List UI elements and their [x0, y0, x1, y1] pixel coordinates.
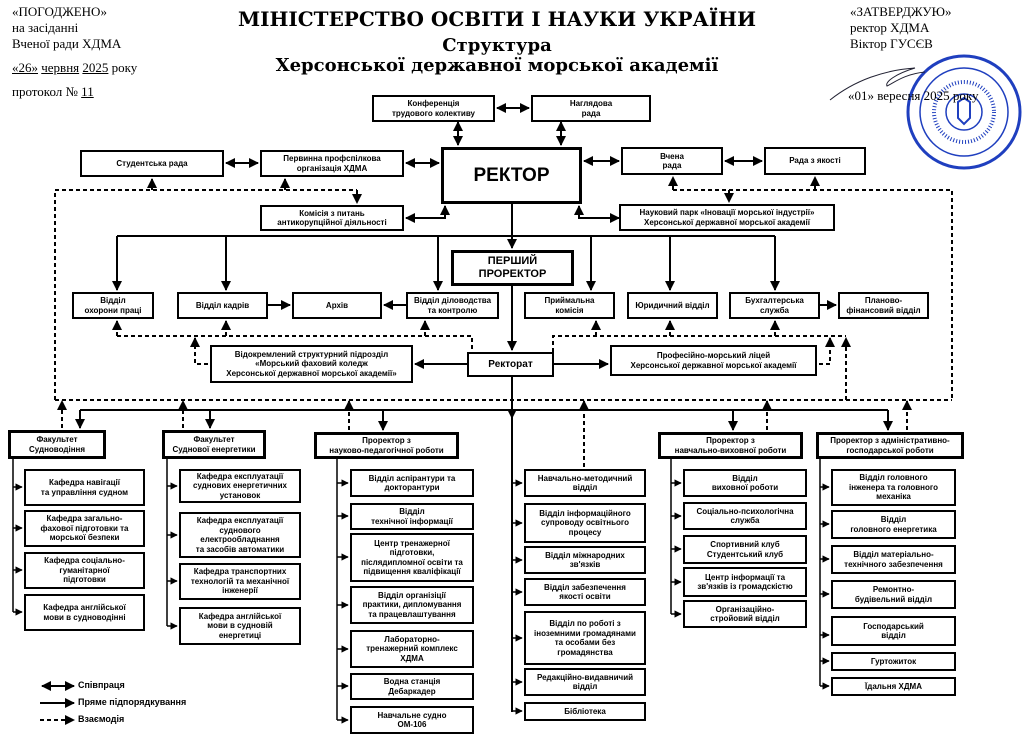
legend-interaction: Взаємодія [78, 714, 125, 724]
supervisory-board-box: Наглядова рада [531, 95, 651, 122]
department-box: Кафедра соціально- гуманітарної підготов… [24, 552, 145, 589]
finance-box: Планово- фінансовий відділ [838, 292, 929, 319]
department-box: Відділ по роботі з іноземними громадянам… [524, 611, 646, 665]
department-box: Відділ організіції практики, дипломуванн… [350, 586, 474, 624]
academic-council-box: Вчена рада [621, 147, 723, 175]
department-box: Кафедра експлуатації суднового електрооб… [179, 512, 301, 558]
signature [829, 67, 926, 101]
department-box: Кафедра навігації та управління судном [24, 469, 145, 506]
student-council-box: Студентська рада [80, 150, 224, 177]
first-vice-rector-box: ПЕРШИЙ ПРОРЕКТОР [451, 250, 574, 286]
approval-block-left: «ПОГОДЖЕНО» на засіданні Вченої ради ХДМ… [12, 4, 137, 100]
legal-box: Юридичний відділ [627, 292, 718, 319]
protocol: протокол № 11 [12, 84, 137, 100]
rector-name: Віктор ГУСЄВ [850, 36, 933, 51]
department-box: Центр тренажерної підготовки, післядипло… [350, 533, 474, 582]
faculty-marine-energy-box: Факультет Суднової енергетики [162, 430, 266, 459]
department-box: Спортивний клуб Студентський клуб [683, 535, 807, 564]
date-month: червня [41, 60, 80, 75]
department-box: Кафедра англійської мови в судновій енер… [179, 607, 301, 645]
trade-union-box: Первинна профспілкова організація ХДМА [260, 150, 404, 177]
approve-label: «ЗАТВЕРДЖУЮ» [850, 4, 952, 19]
department-box: Відділ головного інженера та головного м… [831, 469, 956, 506]
vice-rector-admin-box: Проректор з адміністративно- господарськ… [816, 432, 964, 459]
approval-date: «26» червня 2025 року [12, 60, 137, 76]
vice-rector-research-box: Проректор з науково-педагогічної роботи [314, 432, 459, 459]
department-box: Редакційно-видавничий відділ [524, 668, 646, 696]
accounting-box: Бухгалтерська служба [729, 292, 820, 319]
protocol-label: протокол № [12, 84, 78, 99]
department-box: Ремонтно- будівельний відділ [831, 580, 956, 609]
meeting-label: на засіданні [12, 20, 79, 35]
anticorruption-box: Комісія з питань антикорупційної діяльно… [260, 205, 404, 231]
science-park-box: Науковий парк «Іновації морської індустр… [619, 204, 835, 231]
ministry-title: МІНІСТЕРСТВО ОСВІТИ І НАУКИ УКРАЇНИ [238, 7, 756, 31]
department-box: Господарський відділ [831, 616, 956, 646]
department-box: Гуртожиток [831, 652, 956, 671]
college-box: Відокремлений структурний підрозділ «Мор… [210, 345, 413, 383]
records-box: Відділ діловодства та контролю [406, 292, 499, 319]
academy-subtitle: Херсонської державної морської академії [275, 55, 719, 76]
approved-label: «ПОГОДЖЕНО» [12, 4, 107, 19]
department-box: Відділ матеріально- технічного забезпече… [831, 545, 956, 574]
department-box: Соціально-психологічна служба [683, 502, 807, 530]
legend-arrows [40, 681, 75, 725]
lyceum-box: Професійно-морський ліцей Херсонської де… [610, 345, 817, 376]
department-box: Кафедра транспортних технологій та механ… [179, 563, 301, 600]
department-box: Відділ технічної інформації [350, 503, 474, 530]
quality-council-box: Рада з якості [764, 147, 866, 175]
admissions-box: Приймальна комісія [524, 292, 615, 319]
date-year: 2025 [82, 60, 109, 75]
department-box: Центр інформації та зв'язків із громадск… [683, 567, 807, 597]
department-box: Кафедра англійської мови в судноводінні [24, 594, 145, 631]
protocol-number: 11 [81, 84, 94, 99]
approval-block-right: «ЗАТВЕРДЖУЮ» ректор ХДМА Віктор ГУСЄВ [850, 4, 951, 52]
department-box: Відділ виховної роботи [683, 469, 807, 497]
rector-position: ректор ХДМА [850, 20, 930, 35]
labor-safety-box: Відділ охорони праці [72, 292, 154, 319]
legend-cooperation: Співпраця [78, 680, 125, 690]
rector-box: РЕКТОР [441, 147, 582, 204]
department-box: Кафедра експлуатації суднових енергетичн… [179, 469, 301, 503]
department-box: Відділ інформаційного супроводу освітньо… [524, 503, 646, 543]
hr-box: Відділ кадрів [177, 292, 268, 319]
council-label: Вченої ради ХДМА [12, 36, 122, 51]
department-box: Водна станція Дебаркадер [350, 673, 474, 700]
vice-rector-education-box: Проректор з навчально-виховної роботи [658, 432, 803, 459]
department-box: Відділ забезпечення якості освіти [524, 578, 646, 606]
official-stamp [906, 54, 1022, 170]
department-box: Відділ аспірантури та докторантури [350, 469, 474, 497]
department-box: Кафедра загально- фахової підготовки та … [24, 510, 145, 547]
department-box: Їдальня ХДМА [831, 677, 956, 696]
rectorate-box: Ректорат [467, 352, 554, 377]
faculty-navigation-box: Факультет Судноводіння [8, 430, 106, 459]
approval-date-right: «01» вересня 2025 року [848, 88, 979, 103]
department-box: Відділ головного енергетика [831, 510, 956, 539]
structure-title: Структура [442, 35, 552, 56]
department-box: Бібліотека [524, 702, 646, 721]
date-day: «26» [12, 60, 38, 75]
department-box: Навчальне судно ОМ-106 [350, 706, 474, 734]
department-box: Лабораторно- тренажерний комплекс ХДМА [350, 630, 474, 668]
department-box: Організаційно- стройовий відділ [683, 600, 807, 628]
archive-box: Архів [292, 292, 382, 319]
department-box: Навчально-методичний відділ [524, 469, 646, 497]
conference-box: Конференція трудового колективу [372, 95, 495, 122]
legend-direct-subordination: Пряме підпорядкування [78, 697, 187, 707]
date-suffix: року [111, 60, 138, 75]
department-box: Відділ міжнародних зв'язків [524, 546, 646, 574]
